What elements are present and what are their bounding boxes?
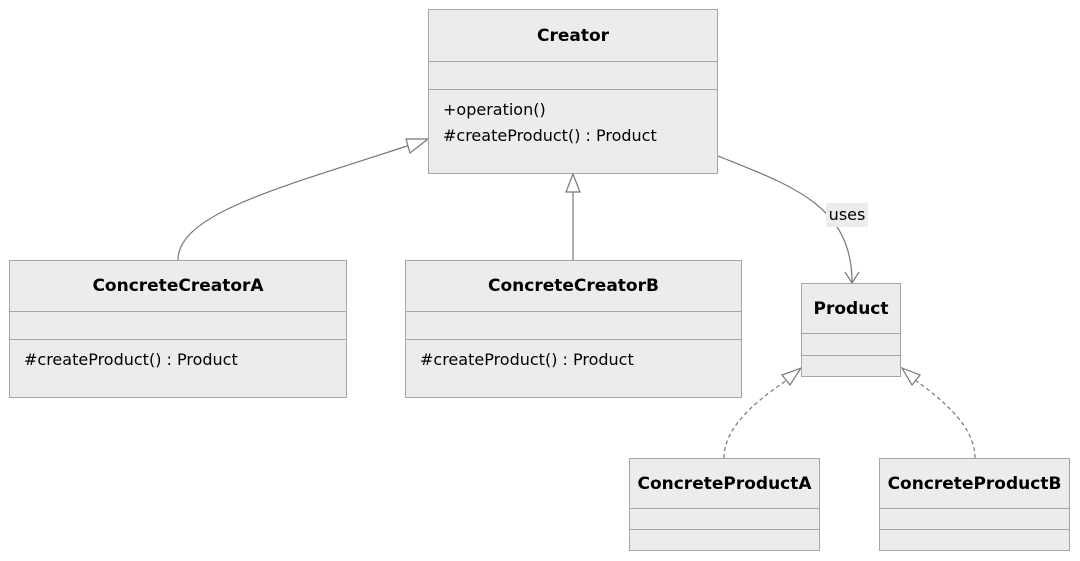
methods-compartment: #createProduct() : Product: [10, 340, 346, 373]
class-concretecreatora[interactable]: ConcreteCreatorA #createProduct() : Prod…: [9, 260, 347, 398]
class-concreteproducta[interactable]: ConcreteProductA: [629, 458, 820, 551]
class-name: ConcreteProductA: [630, 459, 819, 509]
edge-concretecreatora-to-creator: [177, 144, 411, 261]
class-creator[interactable]: Creator +operation() #createProduct() : …: [428, 9, 718, 174]
method-createproduct: #createProduct() : Product: [420, 350, 634, 369]
attributes-compartment: [406, 312, 741, 340]
class-name: ConcreteCreatorA: [10, 261, 346, 312]
attributes-compartment: [802, 334, 900, 356]
methods-compartment: +operation() #createProduct() : Product: [429, 90, 717, 149]
class-name: Creator: [429, 10, 717, 62]
class-name: ConcreteProductB: [880, 459, 1069, 509]
class-product[interactable]: Product: [801, 283, 901, 377]
inheritance-arrowhead-b: [565, 172, 581, 193]
inheritance-arrowhead-a: [405, 138, 430, 155]
method-createproduct: #createProduct() : Product: [443, 126, 657, 145]
methods-compartment: #createProduct() : Product: [406, 340, 741, 373]
class-concreteproductb[interactable]: ConcreteProductB: [879, 458, 1070, 551]
attributes-compartment: [429, 62, 717, 90]
attributes-compartment: [880, 509, 1069, 530]
uses-label: uses: [826, 203, 868, 227]
method-createproduct: #createProduct() : Product: [24, 350, 238, 369]
edge-concreteproductb-to-product: [914, 379, 976, 459]
realization-arrowhead-b: [900, 366, 921, 387]
attributes-compartment: [10, 312, 346, 340]
class-concretecreatorb[interactable]: ConcreteCreatorB #createProduct() : Prod…: [405, 260, 742, 398]
edge-creator-uses-product: [717, 155, 853, 283]
class-name: Product: [802, 284, 900, 334]
edge-concreteproducta-to-product: [723, 379, 788, 459]
method-operation: +operation(): [443, 100, 546, 119]
attributes-compartment: [630, 509, 819, 530]
realization-arrowhead-a: [781, 366, 803, 387]
class-name: ConcreteCreatorB: [406, 261, 741, 312]
